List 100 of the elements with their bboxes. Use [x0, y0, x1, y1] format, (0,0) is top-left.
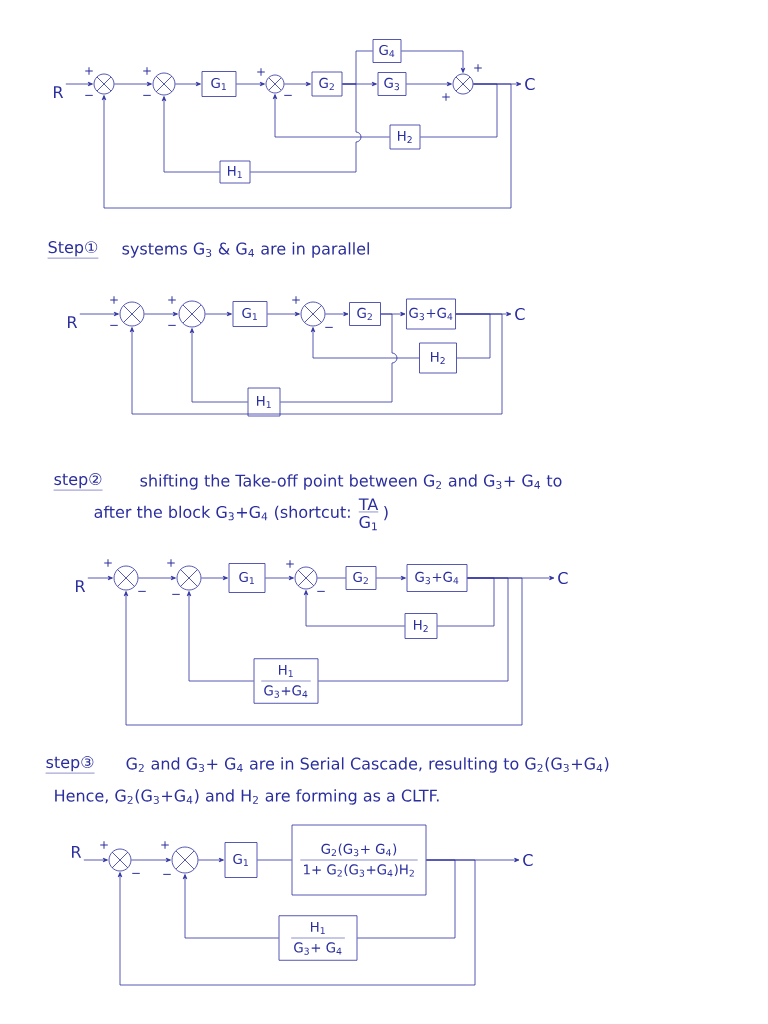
transfer-block: G$_{3}$+G$_{4}$	[406, 564, 468, 592]
signal-arrow	[144, 311, 178, 317]
signal-arrow	[79, 311, 119, 317]
sign: +	[257, 68, 265, 76]
sign: +	[442, 93, 450, 101]
transfer-block: G$_{2}$(G$_{3}$+ G$_{4}$) 1+ G$_{2}$(G$_{3}$+G$_{4}$)H$_{2}$	[291, 824, 427, 896]
sign: +	[104, 559, 112, 567]
sign: +	[474, 64, 482, 72]
transfer-block: G$_{2}$	[311, 71, 343, 97]
sign: +	[292, 296, 300, 304]
sign: +	[110, 296, 118, 304]
note-text: Hence, G$_{2}$(G$_{3}$+G$_{4}$) and H$_{2}$ are forming as a CLTF.	[55, 789, 439, 805]
signal-name: C	[558, 571, 568, 585]
signal-arrow	[303, 590, 405, 627]
sign: −	[85, 94, 93, 96]
signal-arrow	[310, 327, 420, 359]
summing-junction	[113, 565, 139, 591]
summing-junction	[171, 846, 199, 874]
transfer-block: G$_{4}$	[372, 39, 402, 63]
sign: +	[168, 296, 176, 304]
signal-line	[318, 577, 509, 682]
transfer-block: G$_{3}$	[377, 72, 407, 96]
note-text: TA	[358, 498, 379, 513]
signal-line	[250, 83, 362, 173]
signal-name: R	[72, 846, 82, 858]
transfer-block: G$_{2}$	[345, 566, 377, 590]
signal-name: C	[523, 853, 533, 867]
sign: −	[110, 324, 118, 326]
sign: −	[143, 94, 151, 96]
signal-line	[357, 859, 456, 939]
note-text: systems G$_{3}$ & G$_{4}$ are in parallel	[122, 242, 369, 258]
signal-arrow	[272, 94, 390, 138]
signal-name: C	[515, 307, 525, 321]
note-text: after the block G$_{3}$+G$_{4}$ (shortcut:	[94, 505, 350, 521]
signal-name: R	[68, 316, 78, 328]
signal-arrow	[284, 81, 311, 87]
signal-line	[455, 313, 491, 359]
sign: +	[167, 559, 175, 567]
signal-arrow	[182, 874, 279, 939]
signal-arrow	[101, 83, 512, 209]
sign: −	[317, 590, 325, 592]
signal-line	[437, 577, 495, 627]
signal-line	[257, 859, 292, 861]
signal-arrow	[189, 328, 248, 403]
signal-arrow	[161, 96, 220, 173]
signal-arrow	[138, 575, 176, 581]
signal-arrow	[325, 311, 349, 317]
signal-arrow	[123, 577, 523, 726]
signal-arrow	[175, 81, 201, 87]
signal-arrow	[376, 575, 406, 581]
sign: +	[286, 560, 294, 568]
note-text: G$_{2}$ and G$_{3}$+ G$_{4}$ are in Serial Cascade, resulting to G$_{2}$(G$_{3}$+G$_{4}$)	[126, 757, 609, 773]
signal-arrow	[198, 857, 224, 863]
signal-arrow	[205, 311, 232, 317]
sign: −	[132, 872, 140, 874]
signal-name: R	[76, 580, 86, 592]
summing-junction	[294, 566, 318, 590]
summing-junction	[152, 72, 176, 96]
signal-arrow	[201, 575, 228, 581]
transfer-block: G$_{1}$	[201, 71, 237, 97]
transfer-block: H$_{1}$ G$_{3}$+ G$_{4}$	[278, 915, 358, 961]
signal-arrow	[131, 857, 171, 863]
summing-junction	[300, 301, 326, 327]
signal-arrow	[186, 591, 254, 682]
step-heading: step③	[45, 756, 95, 774]
sign: +	[161, 841, 169, 849]
transfer-block: H$_{2}$	[419, 342, 457, 374]
note-text: G$_{1}$	[359, 515, 377, 531]
transfer-block: G$_{1}$	[228, 563, 266, 593]
summing-junction	[176, 565, 202, 591]
summing-junction	[452, 73, 474, 95]
transfer-block: G$_{1}$	[224, 842, 258, 878]
signal-arrow	[406, 81, 452, 87]
summing-junction	[265, 74, 285, 94]
summing-junction	[108, 848, 132, 872]
sign: −	[138, 590, 146, 592]
signal-arrow	[236, 81, 265, 87]
note-text: )	[384, 505, 388, 521]
signal-line	[420, 83, 498, 138]
signal-arrow	[65, 81, 93, 87]
sign: +	[143, 67, 151, 75]
transfer-block: H$_{1}$ G$_{3}$+G$_{4}$	[253, 658, 319, 704]
signal-line	[280, 313, 398, 403]
step-heading: step②	[53, 473, 103, 491]
sign: −	[172, 593, 180, 595]
signal-arrow	[401, 50, 466, 73]
signal-arrow	[129, 313, 503, 415]
signal-name: R	[54, 86, 64, 98]
signal-arrow	[83, 857, 108, 863]
sign: +	[85, 67, 93, 75]
transfer-block: G$_{2}$	[349, 302, 381, 326]
signal-arrow	[265, 575, 294, 581]
transfer-block: G$_{1}$	[232, 301, 268, 327]
signal-arrow	[114, 81, 152, 87]
transfer-block: H$_{1}$	[247, 387, 281, 417]
signal-line	[317, 577, 346, 579]
sign: −	[168, 324, 176, 326]
sign: −	[163, 873, 171, 875]
summing-junction	[178, 300, 206, 328]
sign: −	[284, 94, 292, 96]
